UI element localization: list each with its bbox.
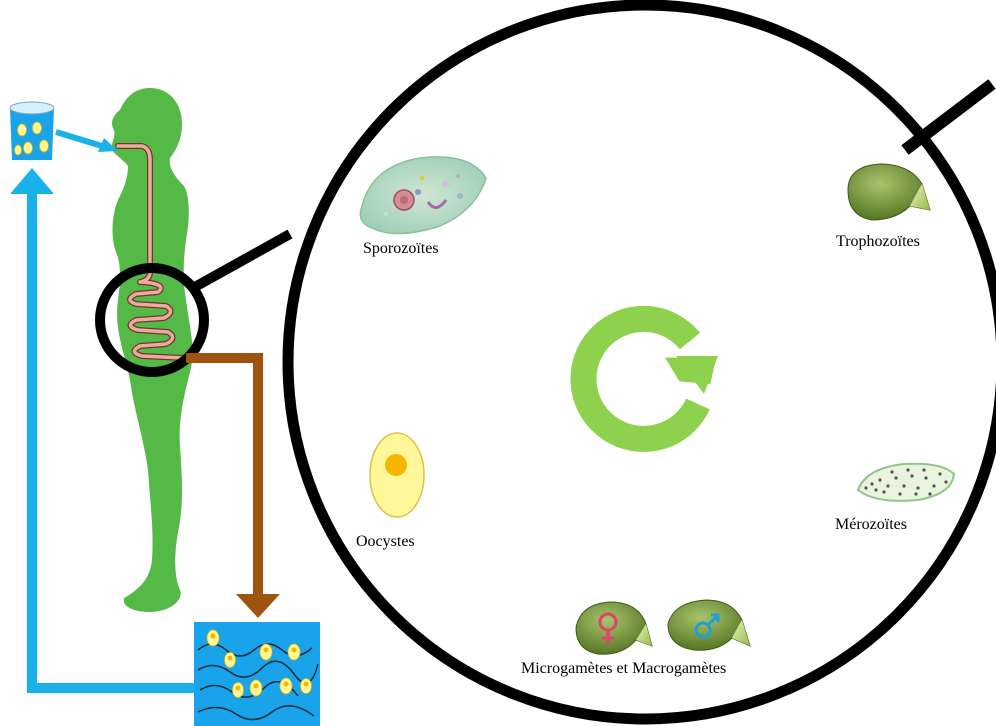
- circular-arrow-icon: [583, 319, 720, 439]
- oocyst-illustration: [370, 433, 424, 517]
- gametes-label: Microgamètes et Macrogamètes: [521, 660, 726, 677]
- trophozoite-illustration: [848, 164, 930, 220]
- merozoite-illustration: [858, 464, 954, 501]
- excretion-arrow: [186, 358, 280, 618]
- sporozoite-illustration: [360, 157, 486, 234]
- merozoites-label: Mérozoïtes: [835, 516, 907, 533]
- oocysts-label: Oocystes: [356, 533, 415, 550]
- contaminated-water-box: [194, 622, 320, 726]
- trophozoites-label: Trophozoïtes: [836, 233, 920, 250]
- magnified-view-circle: [288, 5, 996, 719]
- magnifier-handle: [905, 84, 992, 150]
- sporozoites-label: Sporozoïtes: [363, 240, 439, 257]
- gut-magnifier-handle: [193, 234, 290, 288]
- ingestion-arrow: [56, 132, 118, 152]
- microgamete-illustration: [576, 602, 652, 654]
- macrogamete-illustration: [668, 600, 750, 650]
- water-glass-icon: [10, 102, 54, 160]
